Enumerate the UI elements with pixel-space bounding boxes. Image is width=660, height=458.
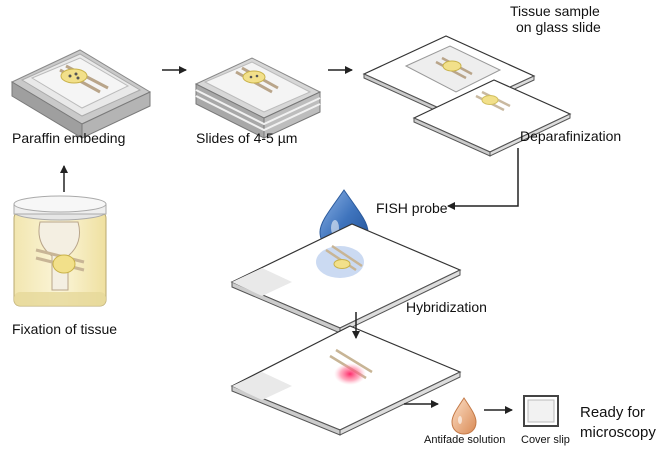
label-tissue-sample-line2: on glass slide [516, 19, 601, 35]
label-ready-line2: microscopy [580, 424, 656, 441]
probe-slide-icon [230, 223, 462, 334]
antifade-drop-icon [451, 397, 477, 435]
label-hybridization: Hybridization [406, 299, 487, 315]
arrow-deparafinization-to-probe [447, 148, 519, 210]
label-fish-probe: FISH probe [376, 200, 448, 216]
label-slides-thickness: Slides of 4-5 µm [196, 130, 298, 146]
hybridized-slide-icon [230, 325, 462, 436]
cover-slip-icon [523, 395, 559, 427]
deparafinized-slide-icon [412, 79, 572, 157]
label-paraffin-embedding: Paraffin embeding [12, 130, 126, 146]
label-fixation-of-tissue: Fixation of tissue [12, 321, 118, 337]
label-antifade-solution: Antifade solution [424, 434, 506, 446]
label-tissue-sample-line1: Tissue sample [510, 3, 600, 19]
paraffin-block-icon [10, 49, 152, 139]
fixation-jar-icon [13, 195, 107, 307]
label-cover-slip: Cover slip [521, 434, 570, 446]
label-ready-line1: Ready for [580, 404, 646, 421]
label-deparafinization: Deparafinization [520, 128, 622, 144]
slide-stack-icon [194, 57, 322, 139]
